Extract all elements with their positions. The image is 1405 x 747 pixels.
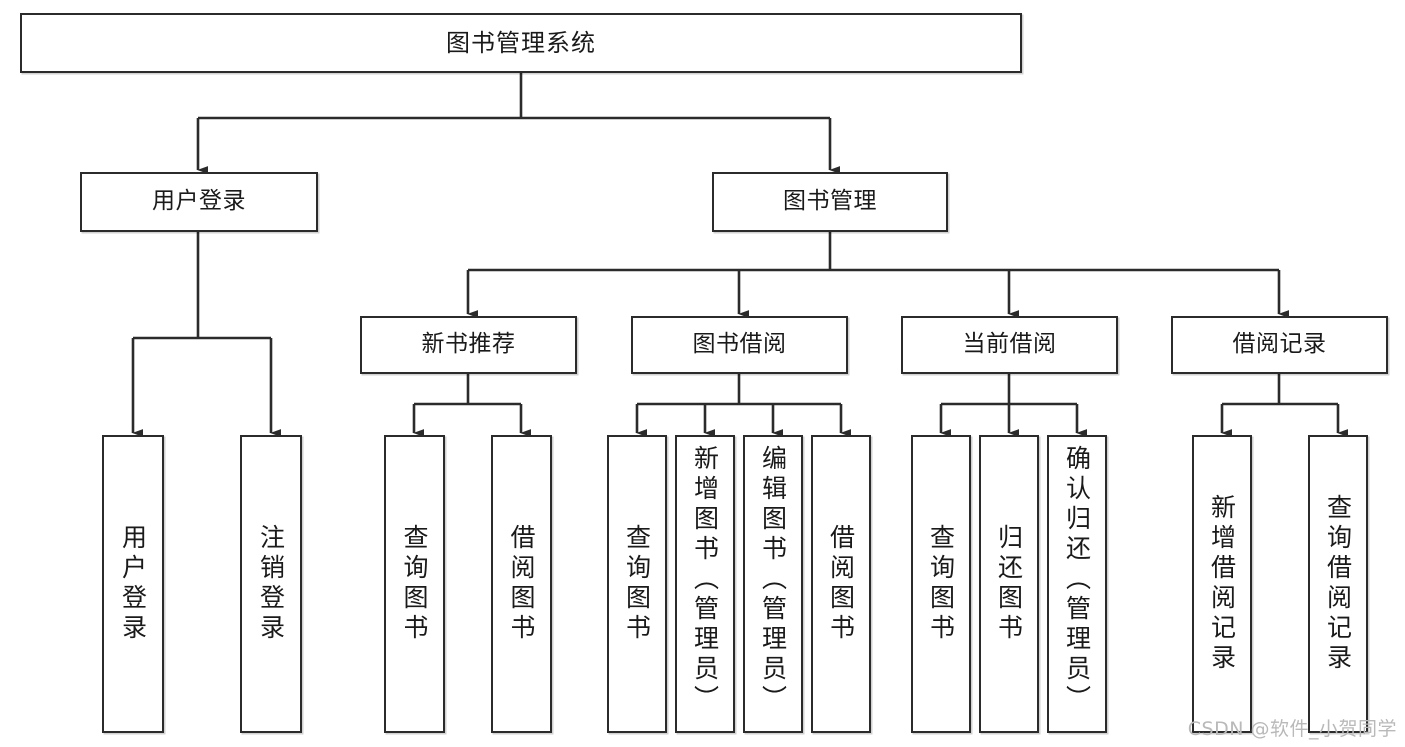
node-label: 编辑图书（管理员） [758, 445, 788, 715]
leaf-user-login[interactable]: 用户登录 [102, 435, 164, 733]
leaf-bb-borrow-book[interactable]: 借阅图书 [811, 435, 871, 733]
node-label: 查询图书 [400, 524, 429, 644]
leaf-br-query-record[interactable]: 查询借阅记录 [1308, 435, 1368, 733]
leaf-br-add-record[interactable]: 新增借阅记录 [1192, 435, 1252, 733]
node-label: 当前借阅 [962, 331, 1057, 358]
node-new-book-recommend[interactable]: 新书推荐 [360, 316, 577, 374]
node-user-login[interactable]: 用户登录 [80, 172, 318, 232]
node-label: 借阅图书 [826, 524, 856, 644]
leaf-cb-return-book[interactable]: 归还图书 [979, 435, 1039, 733]
node-root-book-management-system[interactable]: 图书管理系统 [20, 13, 1022, 73]
node-label: 确认归还（管理员） [1062, 445, 1092, 715]
node-label: 查询图书 [926, 524, 956, 644]
node-label: 用户登录 [152, 188, 246, 215]
leaf-bb-edit-book-admin[interactable]: 编辑图书（管理员） [743, 435, 803, 733]
node-label: 图书管理 [783, 188, 877, 215]
node-label: 图书借阅 [692, 331, 787, 358]
node-label: 图书管理系统 [446, 28, 596, 57]
leaf-logout[interactable]: 注销登录 [240, 435, 302, 733]
node-label: 借阅记录 [1232, 331, 1327, 358]
node-label: 查询借阅记录 [1323, 494, 1353, 674]
node-label: 用户登录 [118, 524, 148, 644]
node-current-borrow[interactable]: 当前借阅 [901, 316, 1118, 374]
node-label: 新增借阅记录 [1207, 494, 1237, 674]
node-label: 新增图书（管理员） [690, 445, 720, 715]
leaf-bb-add-book-admin[interactable]: 新增图书（管理员） [675, 435, 735, 733]
node-borrow-record[interactable]: 借阅记录 [1171, 316, 1388, 374]
node-book-borrow[interactable]: 图书借阅 [631, 316, 848, 374]
node-label: 新书推荐 [421, 331, 516, 358]
node-label: 注销登录 [256, 524, 286, 644]
node-label: 归还图书 [994, 524, 1024, 644]
node-label: 借阅图书 [507, 524, 536, 644]
leaf-cb-confirm-return-admin[interactable]: 确认归还（管理员） [1047, 435, 1107, 733]
leaf-nb-borrow-book[interactable]: 借阅图书 [491, 435, 552, 733]
leaf-cb-query-book[interactable]: 查询图书 [911, 435, 971, 733]
leaf-bb-query-book[interactable]: 查询图书 [607, 435, 667, 733]
node-book-management[interactable]: 图书管理 [712, 172, 948, 232]
node-label: 查询图书 [622, 524, 652, 644]
leaf-nb-query-book[interactable]: 查询图书 [384, 435, 445, 733]
